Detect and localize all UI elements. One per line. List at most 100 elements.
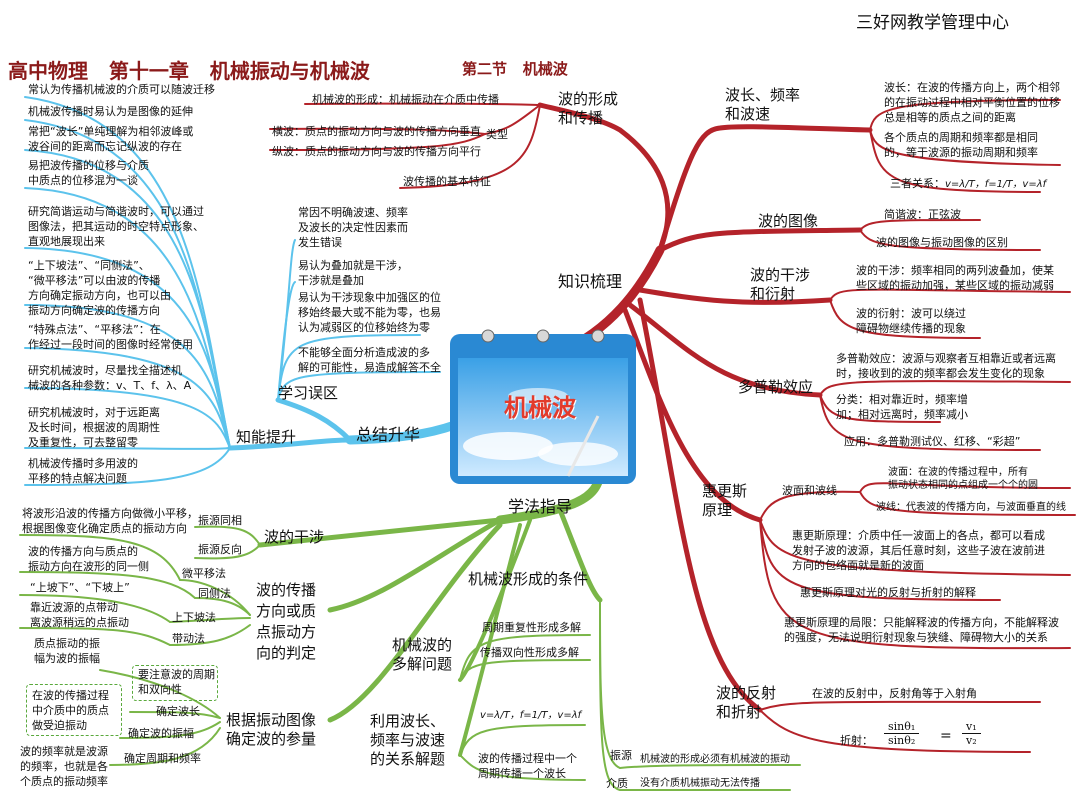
image-d2: 波的图像与振动图像的区别 (876, 236, 1008, 249)
huygens-front: 波面和波线 (782, 484, 837, 497)
image-title: 波的图像 (758, 212, 819, 230)
m-rel-title: 利用波长、 频率与波速 的关系解题 (370, 712, 446, 768)
course-title: 高中物理 第十一章 机械振动与机械波 (8, 55, 370, 84)
skills-l5: 研究简谐运动与简谐波时，可以通过 图像法，把其运动的时空特点形象、 直观地展现出… (28, 205, 204, 248)
skills-title: 知能提升 (236, 428, 297, 446)
snell-left: sinθ₁ sinθ₂ (884, 720, 920, 747)
branch-interference (637, 287, 833, 305)
doppler-title: 多普勒效应 (738, 378, 814, 396)
wavelength-d3: 三者关系：v=λ/T，f=1/T，v=λf (890, 177, 1047, 190)
m-interf-near: 振源同相 (198, 514, 242, 527)
huygens-title: 惠更斯 原理 (702, 482, 748, 519)
m-cond-medium-desc: 没有介质机械振动无法传播 (640, 778, 760, 789)
chapter-title: 机械振动与机械波 (209, 59, 370, 83)
errors-e4: 不能够全面分析造成波的多 解的可能性，易造成解答不全 (298, 346, 441, 374)
errors-e1: 常因不明确波速、频率 及波长的决定性因素而 发生错误 (298, 206, 408, 249)
center-title: 机械波 (504, 394, 576, 422)
reflection-title: 波的反射 和折射 (716, 684, 777, 721)
knowledge-label: 知识梳理 (558, 272, 623, 291)
m-dir-title: 波的传播 方向或质 点振动方 向的判定 (256, 581, 317, 662)
formation-longitudinal: 纵波：质点的振动方向与波的传播方向平行 (272, 145, 481, 158)
m-rel-formula: v=λ/T，f=1/T，v=λf (480, 710, 582, 721)
formation-title: 波的形成 和传播 (558, 90, 619, 127)
m-param-forced: 在波的传播过程 中介质中的质点 做受迫振动 (32, 689, 109, 732)
errors-e2: 易认为叠加就是干涉， 干涉就是叠加 (298, 259, 408, 287)
chapter: 第十一章 (108, 59, 189, 83)
wavelength-d2: 各个质点的周期和频率都是相同 的，等于波源的振动周期和频率 (884, 131, 1038, 159)
errors-title: 学习误区 (278, 384, 339, 402)
huygens-f2: 波线：代表波的传播方向，与波面垂直的线 (876, 502, 1066, 513)
m-interf-title: 波的干涉 (264, 528, 325, 546)
m-dir-same-desc: 波的传播方向与质点的 振动方向在波形的同一侧 (28, 545, 149, 573)
skills-l7: “特殊点法”、“平移法”：在 作经过一段时间的图像时经常使用 (28, 323, 193, 351)
branch-wavelength (657, 124, 873, 253)
branch-formation (537, 102, 671, 253)
skills-l1: 常认为传播机械波的介质可以随波迁移 (28, 83, 215, 96)
reflection-d2: 折射： (840, 734, 873, 747)
branch-huygens (622, 307, 763, 523)
huygens-f1: 波面：在波的传播过程中，所有 振动状态相同的点组成一个个的圆 (888, 467, 1038, 491)
m-interf-far: 振源反向 (198, 543, 242, 556)
formation-type: 类型 (486, 128, 508, 141)
m-param-title: 根据振动图像 确定波的参量 (226, 711, 317, 748)
section: 第二节 (462, 60, 508, 78)
m-dir-drive: 带动法 (172, 632, 205, 645)
wavelength-formula: v=λ/T，f=1/T，v=λf (945, 179, 1047, 190)
section-name: 机械波 (522, 60, 568, 78)
snell-equals: = (940, 728, 952, 744)
m-cond-source-desc: 机械波的形成必须有机械波的振动 (640, 754, 790, 765)
branch-errors (275, 397, 353, 443)
m-dir-micro: 微平移法 (182, 567, 226, 580)
branch-doppler (627, 302, 823, 398)
m-param-amp: 确定波的振幅 (128, 727, 194, 740)
m-dir-drive-desc: 靠近波源的点带动 离波源稍远的点振动 (30, 601, 129, 629)
forced-box (26, 684, 122, 736)
m-param-wave: 确定波长 (156, 705, 200, 718)
errors-e3: 易认为干涉现象中加强区的位 移始终最大或不能为零，也易 认为减弱区的位移始终为零 (298, 291, 441, 334)
skills-l8: 研究机械波时，尽量找全描述机 械波的各种参数：v、T、f、λ、A (28, 364, 192, 392)
section-title: 第二节 机械波 (462, 58, 568, 79)
skills-l2: 机械波传播时易认为是图像的延伸 (28, 105, 193, 118)
m-multi-2: 传播双向性形成多解 (480, 646, 579, 659)
huygens-d1: 惠更斯原理：介质中任一波面上的各点，都可以看成 发射子波的波源，其后任意时刻，这… (792, 529, 1045, 572)
doppler-d1: 多普勒效应：波源与观察者互相靠近或者远离 时，接收到的波的频率都会发生变化的现象 (836, 352, 1056, 380)
m-cond-source: 振源 (610, 749, 632, 762)
wavelength-d1: 波长：在波的传播方向上，两个相邻 的在振动过程中相对平衡位置的位移 总是相等的质… (884, 81, 1060, 124)
m-param-note: 要注意波的周期 和双向性 (138, 668, 215, 696)
m-cond-medium: 介质 (606, 777, 628, 790)
formation-item1: 机械波的形成：机械振动在介质中传播 (312, 93, 499, 106)
doppler-d3: 应用：多普勒测试仪、红移、“彩超” (844, 435, 1021, 448)
branch-reflection (637, 297, 763, 713)
summary-label: 总结升华 (356, 425, 421, 444)
m-multi-1: 周期重复性形成多解 (482, 621, 581, 634)
m-dir-slope: 上下坡法 (172, 611, 216, 624)
branch-m-interf (257, 517, 503, 548)
branch-image (657, 227, 863, 253)
skills-l4: 易把波传播的位移与介质 中质点的位移混为一谈 (28, 159, 149, 187)
method-label: 学法指导 (508, 497, 573, 516)
skills-l6: “上下坡法”、“同侧法”、 “微平移法”可以由波的传播 方向确定振动方向，也可以… (28, 259, 171, 317)
branch-m-cond (557, 507, 603, 603)
formation-basic: 波传播的基本特征 (403, 175, 491, 188)
huygens-d2: 惠更斯原理对光的反射与折射的解释 (800, 586, 976, 599)
m-param-freq: 波的频率就是波源 的频率，也就是各 个质点的振动频率 (20, 745, 108, 788)
interference-title: 波的干涉 和衍射 (750, 266, 811, 303)
skills-l3: 常把“波长”单纯理解为相邻波峰或 波谷间的距离而忘记纵波的存在 (28, 125, 194, 153)
note-box (132, 665, 218, 701)
interference-d1: 波的干涉：频率相同的两列波叠加，使某 些区域的振动加强，某些区域的振动减弱 (856, 264, 1054, 292)
m-dir-same: 同侧法 (198, 587, 231, 600)
m-dir-micro-desc: 将波形沿波的传播方向做微小平移， 根据图像变化确定质点的振动方向 (22, 507, 198, 535)
m-param-period: 确定周期和频率 (124, 752, 201, 765)
skills-l9: 研究机械波时，对于远距离 及长时间，根据波的周期性 及重复性，可去整留零 (28, 406, 160, 449)
branch-m-rel (458, 523, 522, 757)
reflection-d1: 在波的反射中，反射角等于入射角 (812, 687, 977, 700)
branch-skills (227, 437, 353, 451)
formation-transverse: 横波：质点的振动方向与波的传播方向垂直 (272, 125, 481, 138)
m-cond-title: 机械波形成的条件 (468, 570, 589, 588)
center-calendar: 机械波 (448, 326, 638, 486)
image-d1: 简谐波：正弦波 (884, 208, 961, 221)
m-rel-desc: 波的传播过程中一个 周期传播一个波长 (478, 752, 577, 780)
branch-m-dir (327, 517, 503, 613)
calendar-icon (450, 329, 636, 484)
